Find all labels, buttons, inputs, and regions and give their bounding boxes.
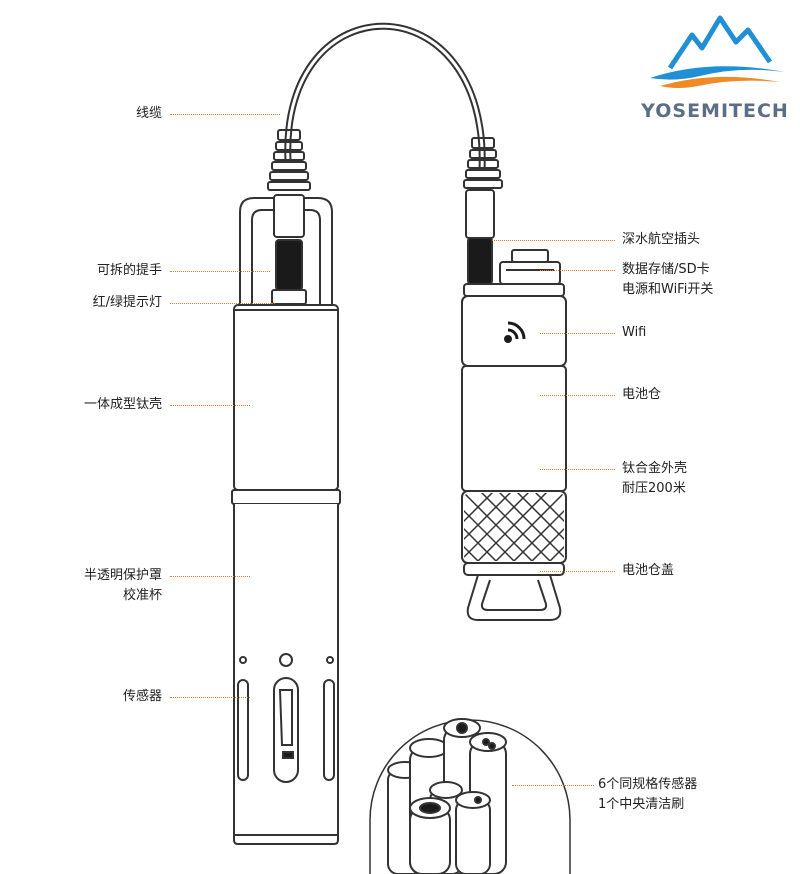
aviation-connector [467,237,493,285]
brand-logo [620,0,800,140]
label-guard-line2: 校准杯 [122,588,162,603]
leader-indicator [170,303,275,304]
cable [284,22,486,171]
label-connector: 深水航空插头 [622,232,701,247]
label-storage-line1: 数据存储/SD卡 [622,262,710,277]
battery-compartment [461,365,567,492]
leader-wifi [540,333,615,334]
leader-housing [540,469,615,470]
label-cap: 电池仓盖 [622,563,675,578]
label-battery: 电池仓 [622,387,662,402]
label-sensors6: 6个同规格传感器 1个中央清洁刷 [598,775,697,815]
brand-name: YOSEMITECH [641,100,789,122]
leader-cable [170,114,280,115]
indicator-light [275,239,303,291]
leader-storage [540,270,615,271]
titanium-shell [233,304,339,491]
right-strain-relief [463,137,503,189]
label-indicator: 红/绿提示灯 [92,295,162,310]
label-housing-line2: 耐压200米 [622,481,686,496]
label-housing: 钛合金外壳 耐压200米 [622,459,687,499]
label-wifi: Wifi [622,325,647,340]
label-storage-line2: 电源和WiFi开关 [622,282,714,297]
label-storage: 数据存储/SD卡 电源和WiFi开关 [622,260,713,300]
label-guard-line1: 半透明保护罩 [83,568,162,583]
label-housing-line1: 钛合金外壳 [622,461,688,476]
wifi-icon [504,321,526,343]
leader-guard [170,576,250,577]
leader-battery [540,395,615,396]
left-strain-relief [267,129,311,191]
leader-sensors6 [512,785,594,786]
sd-switch-module [499,261,561,285]
label-shell: 一体成型钛壳 [83,397,162,412]
label-sensor: 传感器 [122,689,162,704]
label-cable: 线缆 [135,106,162,121]
brand-logo-icon [650,15,785,88]
guard-cup [233,504,339,845]
leader-connector [492,240,615,241]
label-handle: 可拆的提手 [96,263,162,278]
sensor-detail [369,718,571,874]
leader-sensor [170,697,250,698]
leader-handle [170,271,270,272]
leader-shell [170,405,250,406]
leader-cap [540,571,615,572]
battery-cap-grip [461,490,567,564]
label-sensors6-line1: 6个同规格传感器 [598,777,698,792]
label-guard: 半透明保护罩 校准杯 [84,566,162,606]
cap-loop [466,574,562,621]
label-sensors6-line2: 1个中央清洁刷 [598,797,685,812]
